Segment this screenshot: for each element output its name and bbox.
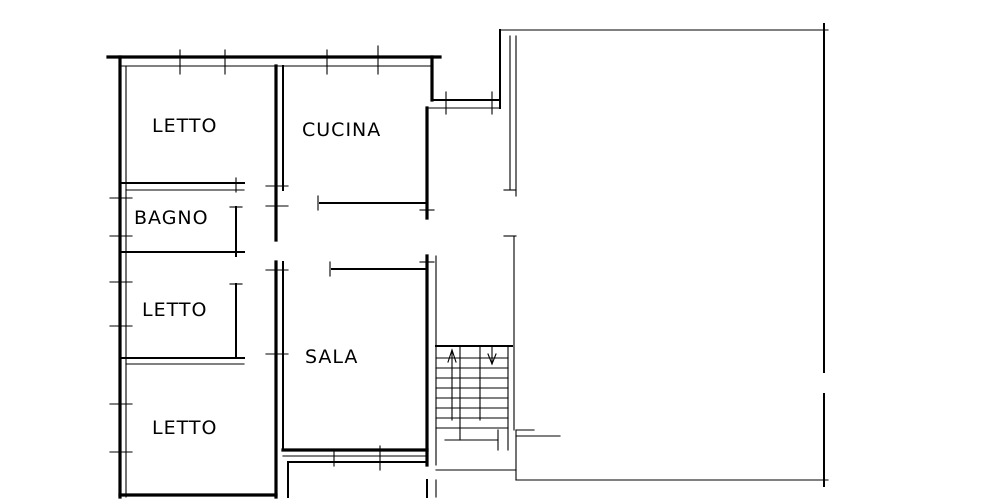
room-label-sala: SALA (305, 346, 358, 368)
stair-treads (435, 357, 509, 429)
window-marks (109, 45, 435, 471)
apartment-walls (106, 55, 442, 499)
balcony (426, 91, 501, 115)
room-label-letto: LETTO (152, 417, 217, 439)
room-label-bagno: BAGNO (134, 207, 209, 229)
room-labels: LETTO CUCINA BAGNO LETTO SALA LETTO (134, 115, 381, 439)
room-label-letto: LETTO (142, 299, 207, 321)
adjacent-building-outline (435, 23, 829, 487)
staircase (435, 345, 513, 451)
room-label-cucina: CUCINA (302, 119, 381, 141)
room-label-letto: LETTO (152, 115, 217, 137)
